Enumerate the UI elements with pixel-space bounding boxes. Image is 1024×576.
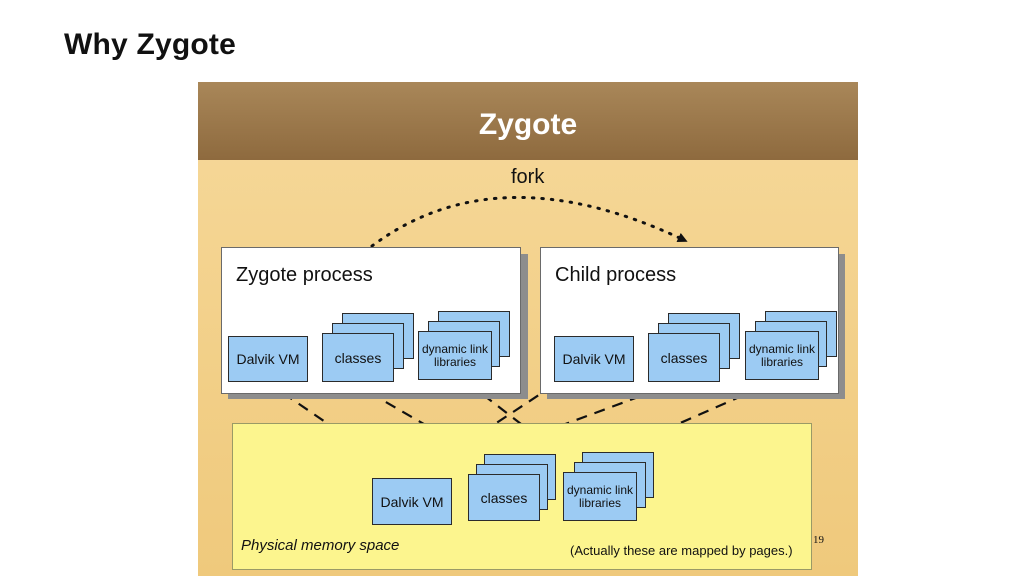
zygote-libraries-box: dynamic link libraries <box>418 331 492 380</box>
slide-title: Why Zygote <box>64 28 236 61</box>
child-libraries-box: dynamic link libraries <box>745 331 819 380</box>
zygote-classes-box: classes <box>322 333 394 382</box>
child-dalvik-vm-box: Dalvik VM <box>554 336 634 382</box>
zygote-diagram: Zygote fork Zygote process Dalvik VM cla… <box>198 82 858 576</box>
diagram-header-band <box>198 82 858 160</box>
fork-arrow <box>370 195 688 248</box>
zygote-process-title: Zygote process <box>236 264 373 286</box>
child-process-title: Child process <box>555 264 677 286</box>
memory-classes-box: classes <box>468 474 540 521</box>
page-number: 19 <box>813 534 824 546</box>
memory-libraries-box: dynamic link libraries <box>563 472 637 521</box>
memory-dalvik-vm-box: Dalvik VM <box>372 478 452 525</box>
diagram-title: Zygote <box>478 108 578 141</box>
fork-label: fork <box>511 166 545 188</box>
physical-memory-label: Physical memory space <box>241 537 400 554</box>
zygote-dalvik-vm-box: Dalvik VM <box>228 336 308 382</box>
child-classes-box: classes <box>648 333 720 382</box>
physical-memory-note: (Actually these are mapped by pages.) <box>570 543 793 558</box>
